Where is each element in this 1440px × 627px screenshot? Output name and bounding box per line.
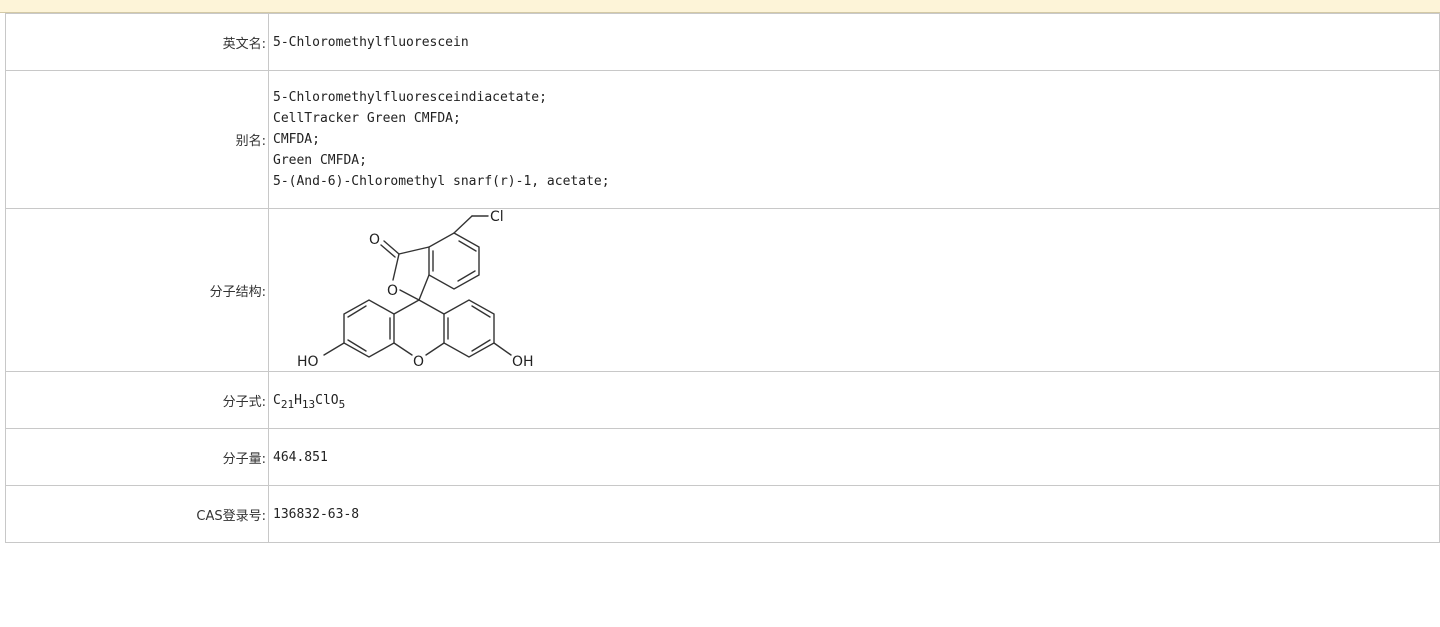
row-cas: CAS登录号: 136832-63-8 xyxy=(5,485,1440,543)
formula-c: C xyxy=(273,392,281,408)
value-cas: 136832-63-8 xyxy=(268,485,1440,543)
formula-clo: ClO xyxy=(315,392,339,408)
value-formula: C21H13ClO5 xyxy=(268,371,1440,429)
formula-h-count: 13 xyxy=(301,397,316,411)
row-structure: 分子结构: Cl O O xyxy=(5,208,1440,372)
formula-c-count: 21 xyxy=(280,397,295,411)
row-english-name: 英文名: 5-Chloromethylfluorescein xyxy=(5,13,1440,71)
row-formula: 分子式: C21H13ClO5 xyxy=(5,371,1440,429)
atom-oh-left: HO xyxy=(297,354,319,370)
value-english-name: 5-Chloromethylfluorescein xyxy=(268,13,1440,71)
value-synonyms: 5-Chloromethylfluoresceindiacetate; Cell… xyxy=(268,70,1440,209)
atom-cl: Cl xyxy=(490,210,504,225)
formula-h: H xyxy=(294,392,302,408)
right-xanthene-ring xyxy=(443,299,495,358)
label-formula: 分子式: xyxy=(5,371,269,429)
row-molecular-weight: 分子量: 464.851 xyxy=(5,428,1440,486)
label-structure: 分子结构: xyxy=(5,208,269,372)
formula-o-count: 5 xyxy=(338,397,346,411)
value-molecular-weight: 464.851 xyxy=(268,428,1440,486)
upper-benzene-ring xyxy=(428,232,480,290)
molecular-structure-image: Cl O O xyxy=(297,210,534,370)
header-band xyxy=(0,0,1440,13)
label-molecular-weight: 分子量: xyxy=(5,428,269,486)
label-english-name: 英文名: xyxy=(5,13,269,71)
atom-carbonyl-o: O xyxy=(369,232,380,248)
synonym-item: 5-(And-6)-Chloromethyl snarf(r)-1, aceta… xyxy=(273,174,610,189)
label-synonyms: 别名: xyxy=(5,70,269,209)
compound-properties-table: 英文名: 5-Chloromethylfluorescein 别名: 5-Chl… xyxy=(5,13,1440,543)
left-xanthene-ring xyxy=(343,299,395,358)
atom-oh-right: OH xyxy=(512,354,534,370)
row-synonyms: 别名: 5-Chloromethylfluoresceindiacetate; … xyxy=(5,70,1440,209)
synonym-item: CellTracker Green CMFDA; xyxy=(273,111,461,126)
atom-bridge-o: O xyxy=(413,354,424,370)
synonym-item: CMFDA; xyxy=(273,132,320,147)
synonym-item: Green CMFDA; xyxy=(273,153,367,168)
label-cas: CAS登录号: xyxy=(5,485,269,543)
value-structure: Cl O O xyxy=(268,208,1440,372)
atom-ring-o: O xyxy=(387,283,398,299)
synonym-item: 5-Chloromethylfluoresceindiacetate; xyxy=(273,90,547,105)
synonym-list: 5-Chloromethylfluoresceindiacetate; Cell… xyxy=(273,87,1439,192)
